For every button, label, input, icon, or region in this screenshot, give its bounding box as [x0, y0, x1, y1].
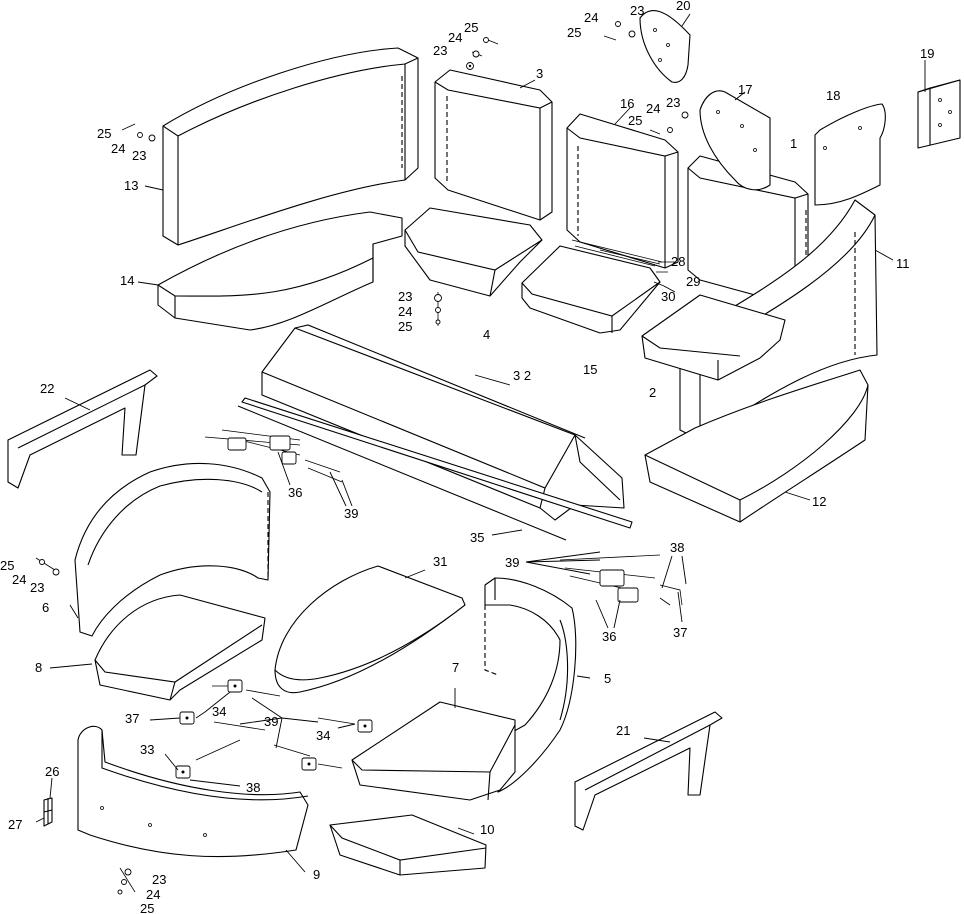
- hardware-screw-stack-6: [35, 557, 60, 576]
- part-6-back-panel: [74, 462, 271, 637]
- label-37-right: 37: [673, 625, 687, 640]
- label-32: 3 2: [513, 368, 531, 383]
- label-24-20: 24: [584, 10, 598, 25]
- part-22-panel: [7, 369, 158, 489]
- label-23-top: 23: [433, 43, 447, 58]
- part-35-tube: [237, 397, 633, 541]
- label-3: 3: [536, 66, 543, 81]
- part-8-seat-cushion: [94, 594, 266, 701]
- label-5: 5: [604, 671, 611, 686]
- part-31-cushion: [274, 565, 466, 694]
- label-2: 2: [649, 385, 656, 400]
- part-17-plate: [699, 90, 771, 191]
- label-23-16: 23: [666, 95, 680, 110]
- label-24-top: 24: [448, 30, 462, 45]
- label-14: 14: [120, 273, 134, 288]
- label-36-right: 36: [602, 629, 616, 644]
- label-11: 11: [896, 256, 910, 271]
- label-25-9: 25: [140, 901, 154, 914]
- label-4: 4: [483, 327, 490, 342]
- label-16: 16: [620, 96, 634, 111]
- label-18: 18: [826, 88, 840, 103]
- label-23-13: 23: [132, 148, 146, 163]
- label-13: 13: [124, 178, 138, 193]
- hardware-screw-stack-9: [117, 867, 136, 895]
- label-25-16: 25: [628, 113, 642, 128]
- label-23-9: 23: [152, 872, 166, 887]
- part-4-seat-cushion: [404, 207, 543, 297]
- label-33: 33: [140, 742, 154, 757]
- part-18-plate: [814, 103, 886, 206]
- label-7: 7: [452, 660, 459, 675]
- label-36-left: 36: [288, 485, 302, 500]
- label-9: 9: [313, 867, 320, 882]
- part-10-seat-cushion: [329, 814, 487, 876]
- part-14-seat-cushion: [157, 211, 403, 331]
- label-17: 17: [738, 82, 752, 97]
- part-21-panel: [574, 711, 723, 831]
- part-16-back-cushion: [566, 113, 679, 269]
- label-1: 1: [790, 136, 797, 151]
- label-24-6: 24: [12, 572, 26, 587]
- label-23-20: 23: [630, 3, 644, 18]
- part-13-backrest: [162, 47, 419, 246]
- label-6: 6: [42, 600, 49, 615]
- part-26-bracket: [43, 797, 53, 827]
- hardware-screw-stack-16: [649, 111, 689, 135]
- part-labels: 1 2 3 4 5 6 7 8 9 10 11 12 13 14 15 16 1…: [0, 0, 934, 914]
- hardware-screw-stack-20: [603, 21, 636, 41]
- hardware-screw-stack-13: [121, 123, 156, 142]
- label-28: 28: [671, 254, 685, 269]
- label-25-4: 25: [398, 319, 412, 334]
- part-19-bracket: [917, 79, 961, 149]
- label-38-right: 38: [670, 540, 684, 555]
- hardware-bracket-36-left: [204, 429, 343, 483]
- label-35: 35: [470, 530, 484, 545]
- label-34-left: 34: [212, 704, 226, 719]
- label-37-left: 37: [125, 711, 139, 726]
- label-24-9: 24: [146, 887, 160, 902]
- part-15-seat-cushion: [521, 245, 661, 334]
- label-39-center: 39: [264, 714, 278, 729]
- hardware-screw-stack-top: [466, 37, 499, 70]
- label-24-4: 24: [398, 304, 412, 319]
- hardware-clips-28-30: [653, 261, 676, 287]
- label-23-6: 23: [30, 580, 44, 595]
- label-31: 31: [433, 554, 447, 569]
- label-39-console: 39: [344, 506, 358, 521]
- label-15: 15: [583, 362, 597, 377]
- hardware-bracket-36-right: [559, 554, 683, 606]
- part-9-front-panel: [77, 725, 309, 858]
- label-25-top: 25: [464, 20, 478, 35]
- part-7-seat-cushion: [351, 701, 516, 801]
- label-26: 26: [45, 764, 59, 779]
- label-30: 30: [661, 289, 675, 304]
- label-19: 19: [920, 46, 934, 61]
- part-12-seat-base: [644, 369, 869, 523]
- label-12: 12: [812, 494, 826, 509]
- hardware-screw-stack-4: [434, 292, 442, 326]
- label-25-13: 25: [97, 126, 111, 141]
- label-27: 27: [8, 817, 22, 832]
- label-34-right: 34: [316, 728, 330, 743]
- label-38-bottom: 38: [246, 780, 260, 795]
- label-20: 20: [676, 0, 690, 13]
- hardware-brackets-34: [175, 679, 373, 779]
- label-22: 22: [40, 381, 54, 396]
- label-25-6: 25: [0, 558, 14, 573]
- label-24-16: 24: [646, 101, 660, 116]
- label-21: 21: [616, 723, 630, 738]
- label-25-20: 25: [567, 25, 581, 40]
- label-10: 10: [480, 822, 494, 837]
- label-39-right: 39: [505, 555, 519, 570]
- part-3-back-cushion: [434, 69, 553, 221]
- label-24-13: 24: [111, 141, 125, 156]
- part-2-seat-cushion: [641, 294, 786, 381]
- label-23-4: 23: [398, 289, 412, 304]
- part-20-plate: [639, 10, 691, 83]
- leader-lines: [35, 13, 926, 873]
- label-8: 8: [35, 660, 42, 675]
- label-29: 29: [686, 274, 700, 289]
